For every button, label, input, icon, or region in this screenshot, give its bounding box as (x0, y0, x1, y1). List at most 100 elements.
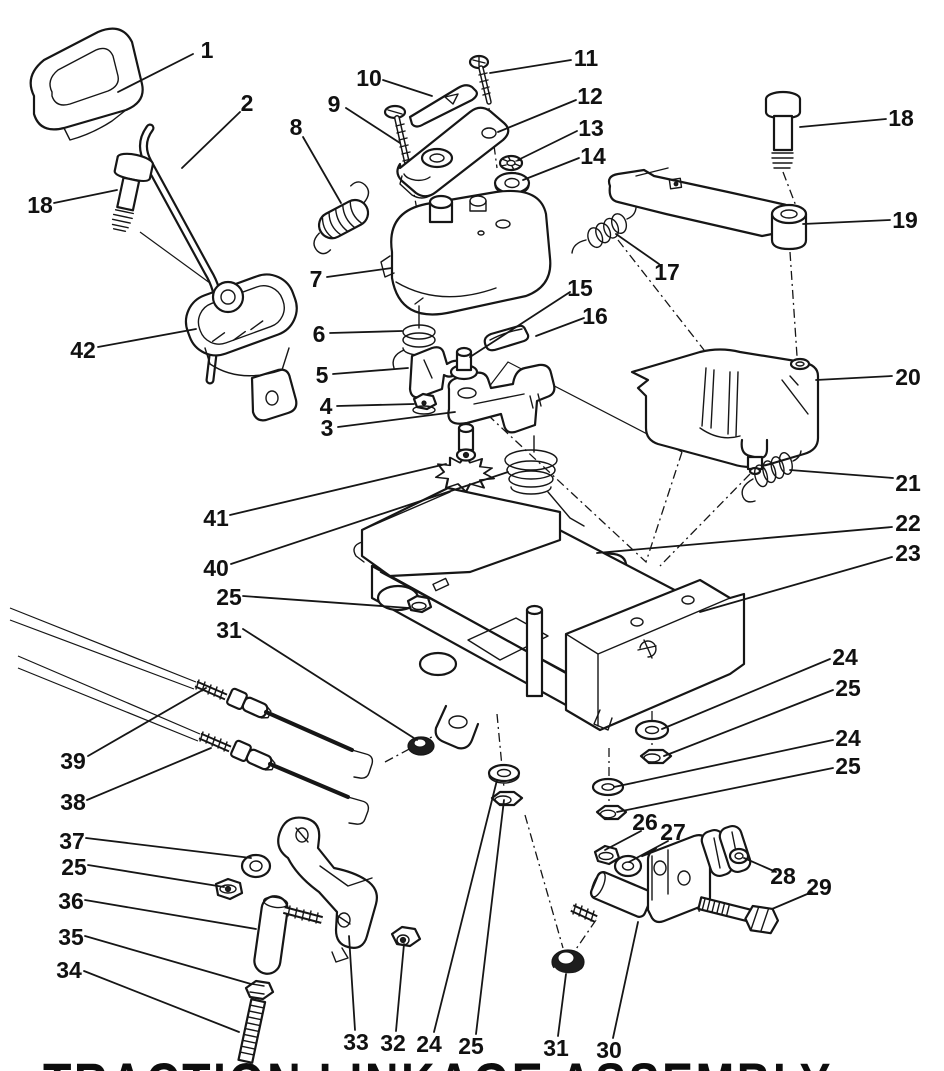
callout-30-49: 30 (596, 921, 639, 1063)
leader-line (329, 330, 403, 334)
part-cable-38 (17, 655, 370, 825)
leader-line (535, 317, 585, 337)
callout-number: 25 (835, 753, 861, 779)
callout-24-36: 24 (661, 644, 858, 730)
part-locknut-35 (244, 979, 275, 1001)
leader-line (802, 219, 891, 225)
callout-15-16: 15 (469, 275, 593, 358)
part-housing-20 (630, 348, 820, 476)
callouts-layer: 1289101112131418427654315161718192021222… (27, 37, 921, 1063)
leader-line (497, 99, 577, 133)
leader-line (604, 830, 642, 851)
part-nut-25-mid (595, 804, 628, 821)
callout-27-41: 27 (628, 819, 686, 863)
part-coupler-28 (700, 824, 752, 878)
leader-line (84, 935, 252, 985)
part-spring-40 (504, 435, 585, 527)
leader-line (85, 837, 252, 859)
leader-line (302, 136, 342, 204)
callout-25-47: 25 (458, 799, 505, 1059)
callout-number: 10 (356, 65, 382, 91)
callout-6-12: 6 (313, 321, 403, 347)
callout-number: 1 (201, 37, 214, 63)
callout-number: 33 (343, 1029, 369, 1055)
callout-40-26: 40 (203, 471, 509, 581)
part-washer-37 (240, 853, 272, 879)
part-washer-24-mid (591, 777, 625, 797)
callout-number: 27 (660, 819, 686, 845)
callout-number: 15 (567, 275, 593, 301)
callout-number: 11 (574, 45, 599, 71)
callout-number: 38 (60, 789, 86, 815)
callout-25-37: 25 (663, 675, 861, 757)
leader-line (771, 891, 813, 910)
callout-number: 25 (61, 854, 87, 880)
callout-34-35: 34 (56, 957, 240, 1033)
callout-number: 42 (70, 337, 96, 363)
part-nut-25-left-bottom (490, 790, 524, 807)
leader-line (557, 973, 567, 1037)
part-trunnion-30 (570, 834, 712, 924)
callout-number: 8 (290, 114, 303, 140)
callout-2-1: 2 (181, 90, 253, 169)
callout-25-32: 25 (61, 854, 225, 888)
leader-line (628, 840, 669, 863)
callout-number: 31 (543, 1035, 569, 1061)
part-bolt-29 (697, 896, 780, 935)
leader-line (242, 595, 410, 609)
callout-22-23: 22 (596, 510, 921, 554)
leader-line (522, 157, 580, 181)
callout-number: 20 (895, 364, 921, 390)
callout-number: 24 (832, 644, 858, 670)
leader-line (229, 463, 447, 516)
leader-line (469, 291, 571, 358)
part-washer-24-right (634, 719, 670, 741)
leader-line (348, 935, 356, 1031)
callout-31-28: 31 (216, 617, 418, 741)
leader-line (475, 799, 505, 1035)
callout-14-8: 14 (522, 143, 606, 181)
part-washer-14 (493, 171, 531, 196)
part-lock-washer-13 (498, 154, 524, 172)
leader-line (815, 375, 893, 381)
callout-number: 41 (203, 505, 229, 531)
callout-38-30: 38 (60, 747, 212, 815)
callout-number: 26 (632, 809, 658, 835)
callout-25-39: 25 (616, 753, 861, 813)
callout-36-33: 36 (58, 888, 257, 930)
leader-line (616, 767, 834, 813)
callout-number: 30 (596, 1037, 622, 1063)
callout-number: 28 (770, 863, 796, 889)
callout-number: 18 (888, 105, 914, 131)
part-plate-10 (408, 84, 478, 128)
callout-number: 9 (328, 91, 341, 117)
callout-19-20: 19 (802, 207, 918, 233)
leader-line (789, 469, 894, 479)
callout-number: 25 (216, 584, 242, 610)
part-screw-11 (468, 54, 492, 105)
callout-number: 16 (582, 303, 608, 329)
part-clip-16 (483, 324, 530, 352)
callout-20-21: 20 (815, 364, 921, 390)
callout-5-13: 5 (316, 362, 409, 388)
part-shift-knob (29, 27, 144, 141)
part-spring-8 (313, 181, 370, 255)
leader-line (382, 79, 433, 97)
part-pin-15 (449, 346, 479, 381)
callout-number: 40 (203, 555, 229, 581)
leader-line (332, 367, 409, 375)
callout-31-48: 31 (543, 973, 569, 1061)
leader-line (242, 628, 418, 741)
part-washer-27 (613, 854, 643, 878)
leader-line (87, 864, 225, 888)
callout-number: 5 (316, 362, 329, 388)
callout-number: 34 (56, 957, 82, 983)
callout-number: 24 (835, 725, 861, 751)
leader-line (612, 921, 639, 1039)
callout-41-25: 41 (203, 463, 447, 531)
leader-line (663, 689, 834, 757)
leader-line (117, 53, 194, 93)
callout-12-6: 12 (497, 83, 603, 133)
